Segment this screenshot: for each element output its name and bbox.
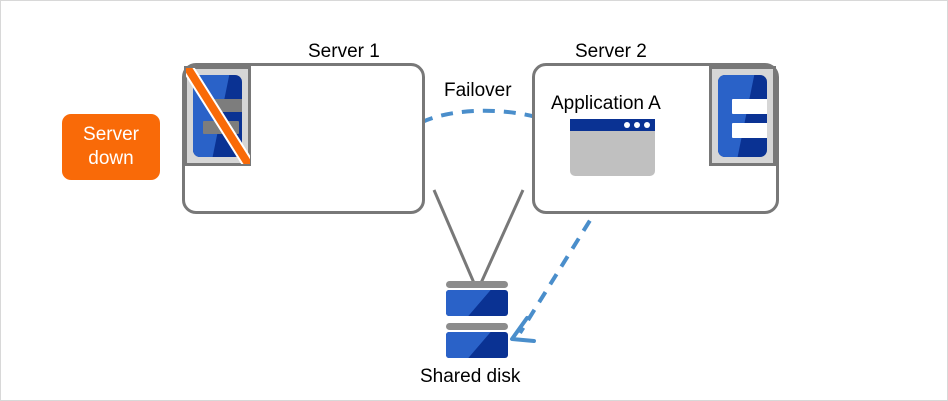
server2-title: Server 2 (575, 41, 647, 62)
application-window-titlebar (570, 119, 655, 131)
disk-unit-bottom-cap (446, 323, 508, 330)
server-rack-failed-icon (184, 66, 251, 166)
server1-icon-slot-2 (203, 121, 239, 134)
server-down-badge-line2: down (88, 148, 134, 169)
application-window-body (570, 131, 655, 176)
server2-icon-slot-1 (732, 99, 767, 114)
application-a-label: Application A (551, 93, 661, 114)
server2-icon-slot-2 (732, 123, 767, 138)
server1-icon-slot-1 (209, 99, 242, 112)
server1-title: Server 1 (308, 41, 380, 62)
failover-label: Failover (444, 80, 512, 101)
server-rack-healthy-icon (709, 66, 776, 166)
shared-disk-icon (446, 281, 508, 361)
server1-icon-body (193, 75, 242, 157)
window-dot-2 (634, 122, 640, 128)
disk-unit-top-platter (446, 290, 508, 316)
window-dot-3 (644, 122, 650, 128)
connector-server2-to-disk (479, 189, 525, 284)
failover-arrow-path (402, 108, 551, 136)
disk-unit-bottom-platter (446, 332, 508, 358)
window-dot-1 (624, 122, 630, 128)
connector-server1-to-disk (432, 189, 476, 284)
shared-disk-label: Shared disk (420, 366, 521, 387)
server2-icon-body (718, 75, 767, 157)
server-down-badge-line1: Server (83, 124, 139, 145)
data-access-arrowhead-icon (510, 316, 536, 343)
disk-unit-top-cap (446, 281, 508, 288)
application-window-icon (570, 119, 655, 176)
server-down-badge: Server down (62, 114, 160, 180)
